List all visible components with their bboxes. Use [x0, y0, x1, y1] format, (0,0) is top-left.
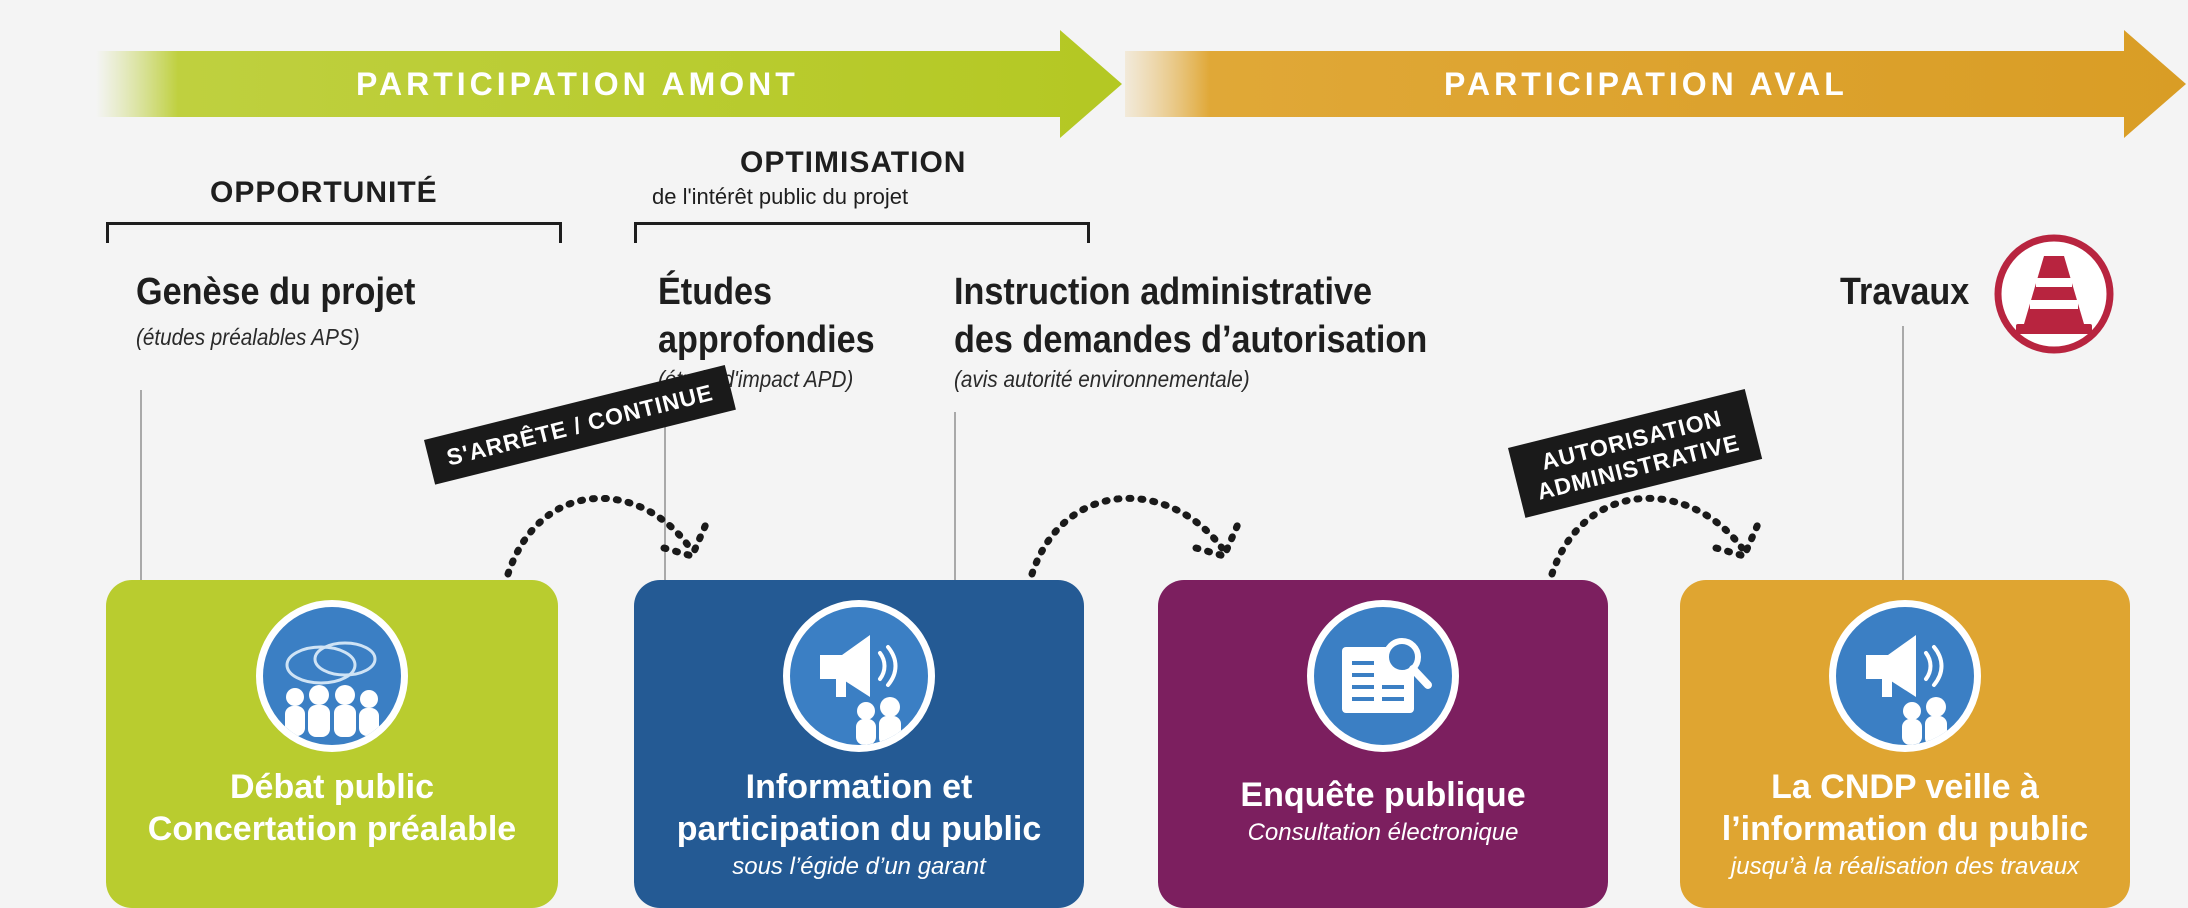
- instruction-connector-line: [954, 412, 956, 580]
- arrow-information-to-inquiry: [1028, 494, 1226, 578]
- megaphone-crowd-icon: [783, 600, 935, 752]
- studies-connector-line: [664, 412, 666, 580]
- card-cndp-line1: La CNDP veille à: [1771, 768, 2039, 806]
- genesis-title: Genèse du projet: [136, 271, 416, 313]
- downstream-phase-arrow: [1125, 30, 2186, 138]
- instruction-title-line1: Instruction administrative: [954, 271, 1373, 313]
- works-title: Travaux: [1840, 271, 1970, 313]
- card-cndp-line2: l’information du public: [1721, 810, 2089, 848]
- genesis-connector-line: [140, 390, 142, 580]
- card-debat-public: Débat public Concertation préalable: [106, 580, 558, 908]
- downstream-phase-label: PARTICIPATION AVAL: [1444, 66, 1848, 102]
- card-information: Information et participation du public s…: [634, 580, 1084, 908]
- opportunity-bracket: [106, 222, 562, 243]
- studies-title-line1: Études: [658, 271, 773, 313]
- card-enquete-publique: Enquête publique Consultation électroniq…: [1158, 580, 1608, 908]
- upstream-phase-arrow: [96, 30, 1122, 138]
- genesis-subtitle: (études préalables APS): [136, 324, 360, 350]
- card-cndp-sub: jusqu’à la réalisation des travaux: [1730, 853, 2080, 880]
- card-information-line1: Information et: [745, 768, 973, 806]
- document-magnifier-icon: [1307, 600, 1459, 752]
- card-enquete-line1: Enquête publique: [1240, 776, 1526, 814]
- card-cndp: La CNDP veille à l’information du public…: [1680, 580, 2130, 908]
- instruction-subtitle: (avis autorité environnementale): [954, 366, 1250, 392]
- card-enquete-sub: Consultation électronique: [1247, 819, 1519, 846]
- speech-bubbles-crowd-icon: [256, 600, 408, 752]
- instruction-title-line2: des demandes d’autorisation: [954, 319, 1428, 361]
- arrow-debate-to-information: [504, 494, 694, 578]
- card-debat-line1: Débat public: [229, 768, 435, 806]
- traffic-cone-icon: [1994, 234, 2114, 354]
- megaphone-crowd-icon: [1829, 600, 1981, 752]
- studies-title-line2: approfondies: [658, 319, 875, 361]
- arrow-inquiry-to-cndp: [1548, 494, 1746, 578]
- card-information-sub: sous l’égide d’un garant: [732, 853, 986, 880]
- optimisation-subtitle: de l'intérêt public du projet: [652, 184, 909, 209]
- card-information-line2: participation du public: [676, 810, 1042, 848]
- upstream-phase-label: PARTICIPATION AMONT: [356, 66, 799, 102]
- optimisation-bracket: [634, 222, 1090, 243]
- opportunity-title: OPPORTUNITÉ: [210, 176, 438, 209]
- phase-arrows: [96, 30, 2186, 138]
- works-connector-line: [1902, 326, 1904, 580]
- optimisation-title: OPTIMISATION: [740, 146, 967, 179]
- card-debat-line2: Concertation préalable: [147, 810, 517, 848]
